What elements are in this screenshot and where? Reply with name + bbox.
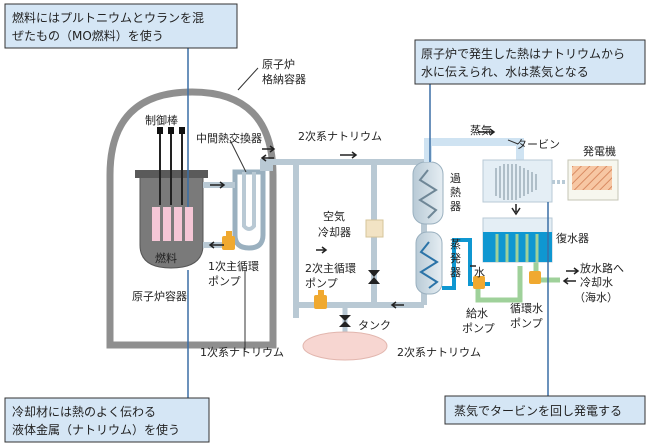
control-rod-head xyxy=(179,127,185,134)
flow-arrow-icon xyxy=(208,128,580,309)
label-circ-pump-line1: 循環水 xyxy=(510,302,543,315)
steam-pipe xyxy=(424,138,524,162)
fuel-assembly xyxy=(163,207,171,241)
callout-turbine-text: 蒸気でタービンを回し発電する xyxy=(454,403,622,418)
turbine-rotor xyxy=(495,164,537,200)
label-ihx: 中間熱交換器 xyxy=(196,131,262,145)
superheater-coil xyxy=(418,169,438,219)
callout-turbine-box xyxy=(444,395,646,425)
label-evaporator-1: 蒸 xyxy=(450,238,461,251)
callout-connectors xyxy=(187,48,549,398)
label-secondary-pump-line2: ポンプ xyxy=(305,277,338,290)
fuel-assembly xyxy=(185,207,193,241)
label-evaporator-3: 器 xyxy=(450,266,461,279)
intermediate-heat-exchanger xyxy=(232,169,266,251)
label-primary-pump-line1: 1次主循環 xyxy=(208,259,259,273)
label-feed-pump-line1: 給水 xyxy=(466,306,488,320)
label-superheater-2: 熱 xyxy=(450,186,461,199)
leader-lines xyxy=(229,139,519,350)
label-containment-line1: 原子炉 xyxy=(262,58,295,71)
label-tank: タンク xyxy=(358,319,391,332)
primary-pump-icon xyxy=(222,231,235,250)
fuel-assembly xyxy=(174,207,182,241)
label-circ-pump-line2: ポンプ xyxy=(510,317,543,330)
label-discharge-line2: 冷却水 xyxy=(580,276,613,289)
containment-leader xyxy=(237,67,259,91)
callout-coolant-box xyxy=(4,397,210,443)
evaporator xyxy=(415,231,443,295)
feed-water-pipe-green xyxy=(475,266,523,303)
air-cooler xyxy=(365,219,384,238)
sodium-tank xyxy=(302,331,388,361)
label-control-rod: 制御棒 xyxy=(145,113,178,127)
label-secondary-pump-line1: 2次主循環 xyxy=(305,261,356,275)
turbine-housing xyxy=(482,159,553,203)
label-discharge-line1: 放水路へ xyxy=(580,261,624,275)
feed-pump-icon xyxy=(473,276,485,289)
generator-core xyxy=(572,166,612,190)
label-discharge-line3: （海水） xyxy=(574,290,618,304)
callout-fuel-line1: 燃料にはプルトニウムとウランを混 xyxy=(12,10,204,25)
label-vessel: 原子炉容器 xyxy=(132,289,187,303)
valve-icon xyxy=(368,270,380,284)
control-rod-head xyxy=(157,127,163,134)
callout-heat-line2: 水に伝えられ、水は蒸気となる xyxy=(421,64,589,79)
callout-heat-box xyxy=(414,39,646,85)
callout-fuel-line2: ぜたもの（MO燃料）を使う xyxy=(12,28,164,43)
label-evaporator-2: 発 xyxy=(450,251,461,265)
circulation-pump-icon xyxy=(529,271,541,284)
condenser-tubes xyxy=(495,234,539,262)
label-primary-sodium: 1次系ナトリウム xyxy=(200,345,284,359)
label-fuel: 燃料 xyxy=(155,251,177,265)
fuel-assembly xyxy=(152,207,160,241)
label-secondary-sodium-bottom: 2次系ナトリウム xyxy=(397,345,481,359)
label-steam: 蒸気 xyxy=(470,123,492,137)
label-feed-pump-line2: ポンプ xyxy=(462,322,495,335)
evaporator-coil xyxy=(419,241,439,289)
label-generator: 発電機 xyxy=(583,144,616,158)
label-superheater-3: 器 xyxy=(450,200,461,213)
ihx-inner-loop xyxy=(242,172,256,231)
callout-coolant-line2: 液体金属（ナトリウム）を使う xyxy=(12,422,180,437)
valve-icon xyxy=(339,315,351,327)
label-superheater-1: 過 xyxy=(450,172,461,185)
label-water: 水 xyxy=(474,266,485,279)
secondary-pump-icon xyxy=(314,290,327,309)
callout-coolant-line1: 冷却材には熱のよく伝わる xyxy=(12,405,156,419)
secondary-sodium-loop xyxy=(260,159,427,318)
label-secondary-sodium-top: 2次系ナトリウム xyxy=(298,129,382,143)
label-air-cooler-line2: 冷却器 xyxy=(318,226,351,239)
flow-arrow-icon xyxy=(511,204,521,216)
label-containment-line2: 格納容器 xyxy=(262,72,306,86)
label-air-cooler-line1: 空気 xyxy=(323,209,345,223)
label-primary-pump-line2: ポンプ xyxy=(208,275,241,288)
callout-heat-line1: 原子炉で発生した熱はナトリウムから xyxy=(421,47,625,61)
label-turbine: タービン xyxy=(516,138,560,151)
control-rod-head xyxy=(168,127,174,134)
label-condenser: 復水器 xyxy=(556,232,589,245)
callout-fuel-box xyxy=(4,3,238,49)
